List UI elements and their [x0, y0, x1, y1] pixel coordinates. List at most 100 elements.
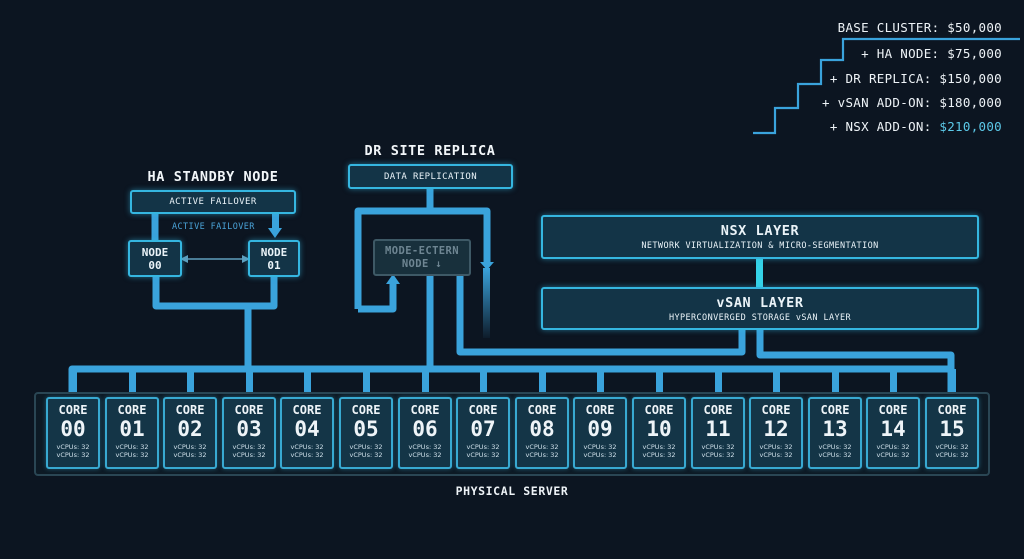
core-label: CORE: [117, 403, 147, 417]
vsan-layer-subtitle: HYPERCONVERGED STORAGE vSAN LAYER: [668, 312, 852, 323]
core-number: 04: [294, 417, 320, 441]
core-stub-wire: [949, 369, 956, 396]
core-number: 13: [822, 417, 848, 441]
core-stub-wire: [597, 369, 604, 396]
ha-node-01-line1: NODE: [260, 245, 288, 259]
dr-mode-node-line1: MODE-ECTERN: [385, 244, 459, 257]
failover-drop-b: [272, 214, 279, 230]
nsx-vsan-link: [756, 258, 763, 289]
core-vcpu-stat: vCPUs: 32: [232, 451, 266, 459]
core-stub-wire: [422, 369, 429, 396]
core-stub-wire: [715, 369, 722, 396]
pricing-ha: + HA NODE: $75,000: [861, 46, 1002, 61]
arrow-up-mode-node: [386, 274, 400, 284]
core-vcpu-stat: vCPUs: 32: [173, 443, 207, 451]
core-stub-wire: [187, 369, 194, 396]
core-vcpu-stat: vCPUs: 32: [56, 451, 90, 459]
core-label: CORE: [527, 403, 557, 417]
core-stub-wire: [890, 369, 897, 396]
core-vcpu-stat: vCPUs: 32: [466, 443, 500, 451]
core-number: 07: [470, 417, 496, 441]
core-vcpu-stat: vCPUs: 32: [349, 443, 383, 451]
dr-title: DR SITE REPLICA: [364, 143, 496, 159]
dr-fade-wire: [483, 268, 490, 338]
dr-return-wire: [358, 283, 397, 313]
core-label: CORE: [703, 403, 733, 417]
ha-node-01-line2: 01: [267, 258, 281, 272]
ha-title: HA STANDBY NODE: [147, 169, 279, 185]
ha-failover-label: ACTIVE FAILOVER: [172, 222, 255, 232]
vsan-drop-wire: [756, 330, 955, 369]
pricing-nsx-value: $210,000: [939, 119, 1002, 134]
core-stub-wire: [773, 369, 780, 396]
dr-mode-node-line2: NODE ↓: [401, 257, 443, 270]
core-number: 03: [236, 417, 262, 441]
core-number: 10: [646, 417, 672, 441]
core-vcpu-stat: vCPUs: 32: [876, 443, 910, 451]
core-number: 06: [412, 417, 438, 441]
core-vcpu-stat: vCPUs: 32: [759, 443, 793, 451]
ha-failover-box-label: ACTIVE FAILOVER: [169, 197, 257, 207]
core-vcpu-stat: vCPUs: 32: [290, 451, 324, 459]
core-label: CORE: [410, 403, 440, 417]
core-number: 12: [763, 417, 789, 441]
core-label: CORE: [820, 403, 850, 417]
core-vcpu-stat: vCPUs: 32: [408, 451, 442, 459]
core-stub-wire: [832, 369, 839, 396]
core-vcpu-stat: vCPUs: 32: [115, 451, 149, 459]
core-vcpu-stat: vCPUs: 32: [642, 451, 676, 459]
core-stub-wire: [129, 369, 136, 396]
core-vcpu-stat: vCPUs: 32: [349, 451, 383, 459]
core-vcpu-stat: vCPUs: 32: [466, 451, 500, 459]
core-vcpu-stat: vCPUs: 32: [642, 443, 676, 451]
dr-branch-wire: [354, 207, 491, 309]
core-vcpu-stat: vCPUs: 32: [56, 443, 90, 451]
core-vcpu-stat: vCPUs: 32: [935, 451, 969, 459]
dr-replication-box: DATA REPLICATION: [348, 164, 513, 189]
arrow-down-node-01: [268, 228, 282, 238]
core-stub-wire: [656, 369, 663, 396]
ha-failover-box: ACTIVE FAILOVER: [130, 190, 296, 214]
pricing-vsan: + vSAN ADD-ON: $180,000: [822, 95, 1002, 110]
core-vcpu-stat: vCPUs: 32: [701, 451, 735, 459]
core-number: 09: [587, 417, 613, 441]
core-label: CORE: [937, 403, 967, 417]
core-number: 11: [705, 417, 731, 441]
nsx-layer: NSX LAYER NETWORK VIRTUALIZATION & MICRO…: [541, 215, 979, 259]
core-vcpu-stat: vCPUs: 32: [408, 443, 442, 451]
core-vcpu-stat: vCPUs: 32: [583, 443, 617, 451]
core-vcpu-stat: vCPUs: 32: [525, 443, 559, 451]
core-number: 00: [60, 417, 86, 441]
core-vcpu-stat: vCPUs: 32: [525, 451, 559, 459]
arrow-down-fade: [480, 262, 494, 270]
core-vcpu-stat: vCPUs: 32: [818, 451, 852, 459]
core-stub-wire: [363, 369, 370, 396]
core-vcpu-stat: vCPUs: 32: [701, 443, 735, 451]
pricing-dr: + DR REPLICA: $150,000: [829, 71, 1002, 86]
ha-node-00-line1: NODE: [141, 245, 169, 259]
core-vcpu-stat: vCPUs: 32: [173, 451, 207, 459]
nsx-layer-title: NSX LAYER: [720, 223, 800, 239]
cost-staircase: [753, 37, 1020, 135]
pricing-nsx-label: + NSX ADD-ON:: [829, 119, 940, 134]
physical-server-label: PHYSICAL SERVER: [455, 484, 569, 498]
core-number: 05: [353, 417, 379, 441]
core-vcpu-stat: vCPUs: 32: [759, 451, 793, 459]
core-stub-wire: [70, 369, 77, 396]
core-vcpu-stat: vCPUs: 32: [876, 451, 910, 459]
dr-link-b: [456, 276, 746, 356]
core-number: 01: [119, 417, 145, 441]
dr-replication-box-label: DATA REPLICATION: [383, 171, 478, 182]
ha-node-01: NODE 01: [248, 240, 300, 277]
